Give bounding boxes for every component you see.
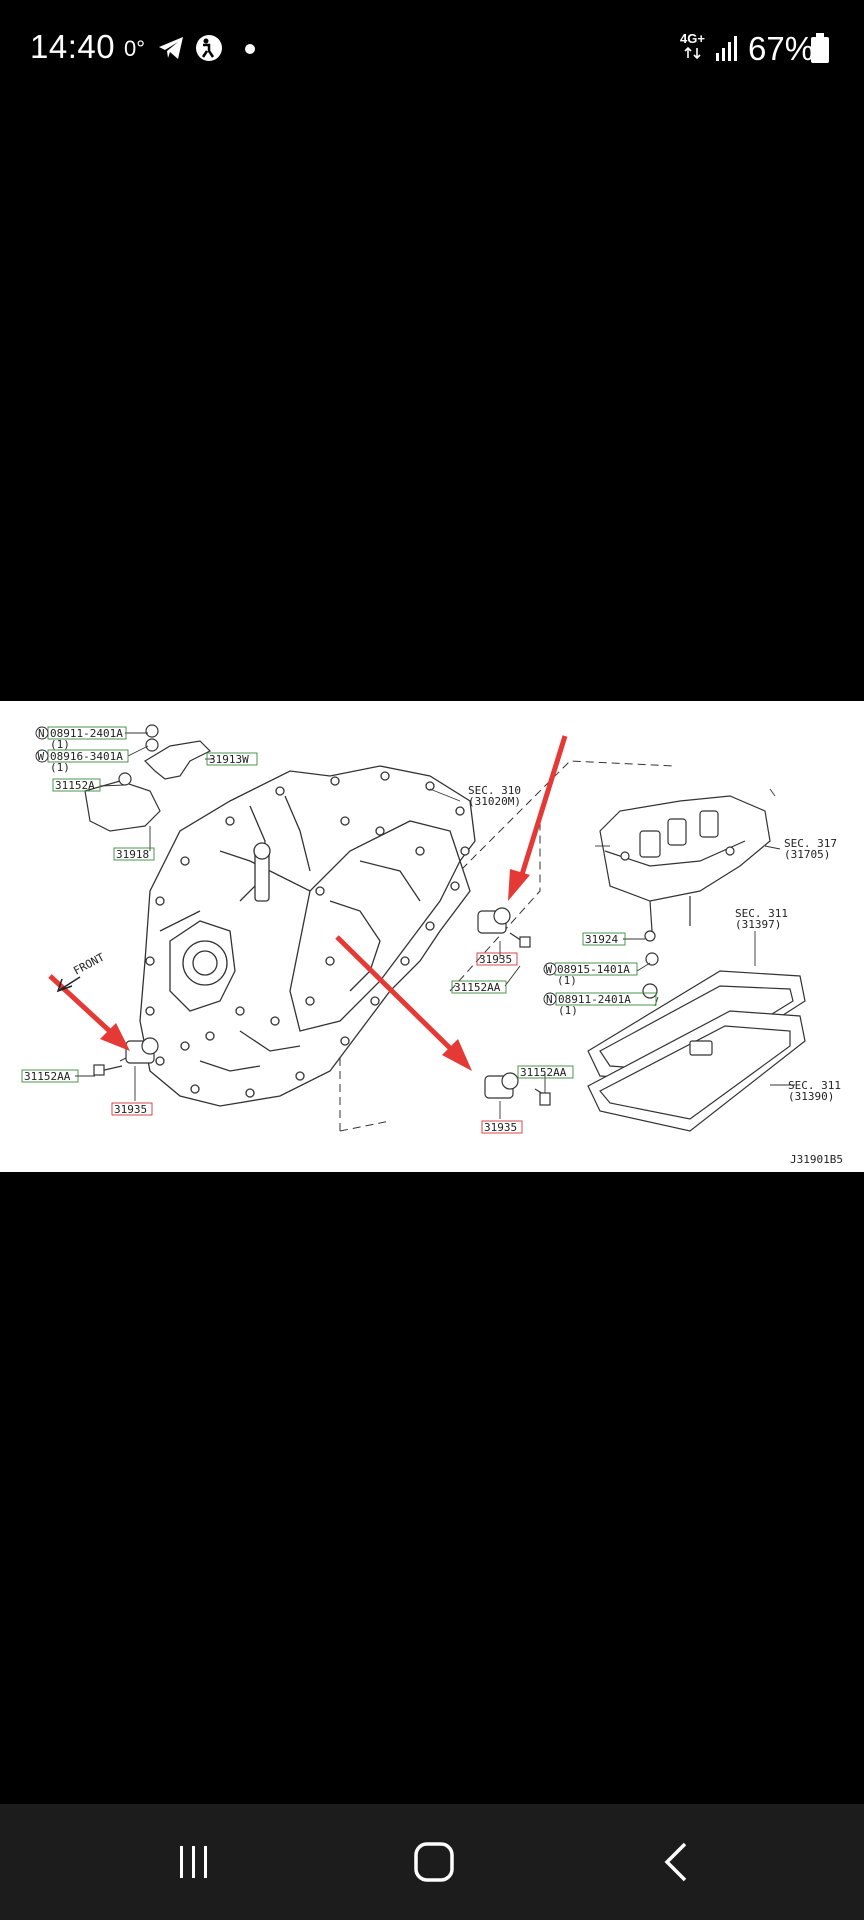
front-direction-icon bbox=[56, 976, 81, 993]
inhibitor-switch bbox=[84, 724, 212, 832]
label-31924: 31924 bbox=[585, 933, 618, 946]
temperature: 0° bbox=[124, 36, 146, 61]
label-sec311-a-sub: (31397) bbox=[735, 918, 781, 931]
telegram-icon bbox=[159, 37, 183, 59]
label-sec311-b-sub: (31390) bbox=[788, 1090, 834, 1103]
circle-n-1: N bbox=[38, 727, 45, 740]
label-qty-3: (1) bbox=[557, 974, 577, 987]
battery-percentage: 67% bbox=[748, 30, 815, 67]
label-31152aa-left: 31152AA bbox=[24, 1070, 71, 1083]
recents-icon bbox=[180, 1846, 207, 1878]
label-08911-2401a-right: 08911-2401A bbox=[558, 993, 631, 1006]
transmission-parts-diagram: N W W N 08911-2401A (1) 08916-3401A (1) … bbox=[21, 724, 843, 1166]
accessibility-icon bbox=[196, 35, 222, 61]
label-08916-3401a: 08916-3401A bbox=[50, 750, 123, 763]
label-front: FRONT bbox=[71, 950, 107, 977]
speed-sensors bbox=[93, 907, 659, 1106]
status-bar: 14:40 0° 4G+ 67% bbox=[0, 0, 864, 98]
label-qty-1: (1) bbox=[50, 738, 70, 751]
circle-w-2: W bbox=[546, 963, 553, 976]
transmission-case bbox=[139, 765, 476, 1107]
label-qty-4: (1) bbox=[558, 1004, 578, 1017]
label-31935-bottom: 31935 bbox=[484, 1121, 517, 1134]
signal-icon bbox=[716, 36, 737, 61]
back-icon bbox=[664, 1842, 687, 1882]
recents-button[interactable] bbox=[158, 1832, 228, 1892]
clock: 14:40 bbox=[30, 28, 116, 65]
valve-body bbox=[599, 795, 771, 932]
label-31913w: 31913W bbox=[209, 753, 249, 766]
oil-pan bbox=[587, 970, 806, 1132]
battery-icon bbox=[811, 33, 829, 63]
diagram-code: J31901B5 bbox=[790, 1153, 843, 1166]
diagram-image[interactable]: N W W N 08911-2401A (1) 08916-3401A (1) … bbox=[0, 701, 864, 1172]
label-sec311-a: SEC. 311 bbox=[735, 907, 788, 920]
label-31152a: 31152A bbox=[55, 779, 95, 792]
label-sec311-b: SEC. 311 bbox=[788, 1079, 841, 1092]
label-31935-top: 31935 bbox=[479, 953, 512, 966]
back-button[interactable] bbox=[642, 1832, 712, 1892]
label-31152aa-mid: 31152AA bbox=[454, 981, 501, 994]
label-31152aa-right: 31152AA bbox=[520, 1066, 567, 1079]
notification-dot bbox=[245, 44, 255, 54]
circle-n-2: N bbox=[546, 993, 553, 1006]
data-arrows-icon bbox=[684, 46, 701, 60]
label-qty-2: (1) bbox=[50, 761, 70, 774]
label-sec317: SEC. 317 bbox=[784, 837, 837, 850]
home-icon bbox=[414, 1842, 454, 1882]
annotation-arrows bbox=[48, 735, 568, 1071]
label-sec310-sub: (31020M) bbox=[468, 795, 521, 808]
navigation-bar bbox=[0, 1804, 864, 1920]
home-button[interactable] bbox=[399, 1832, 469, 1892]
label-sec317-sub: (31705) bbox=[784, 848, 830, 861]
label-08911-2401a-top: 08911-2401A bbox=[50, 727, 123, 740]
network-type: 4G+ bbox=[680, 31, 705, 46]
circle-w-1: W bbox=[38, 750, 45, 763]
label-31918: 31918 bbox=[116, 848, 149, 861]
label-08915-1401a: 08915-1401A bbox=[557, 963, 630, 976]
label-sec310: SEC. 310 bbox=[468, 784, 521, 797]
label-31935-left: 31935 bbox=[114, 1103, 147, 1116]
